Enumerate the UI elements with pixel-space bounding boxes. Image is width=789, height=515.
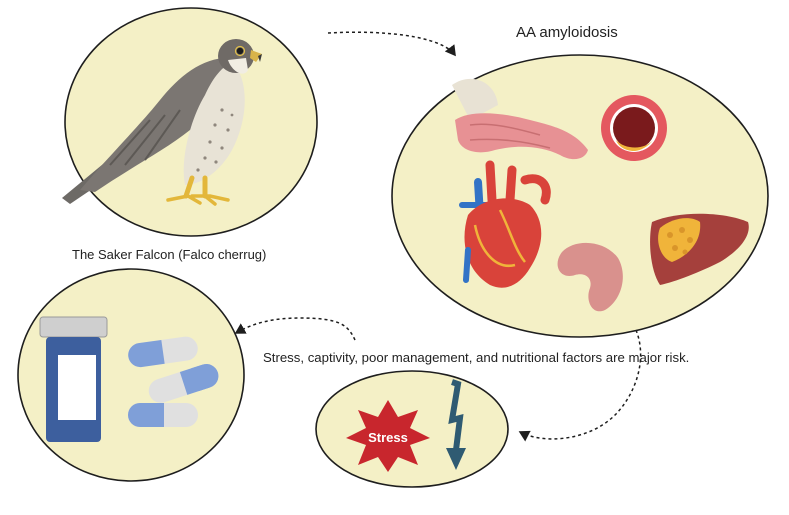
falcon-label: The Saker Falcon (Falco cherrug) — [72, 247, 267, 262]
arrow-falcon-to-disease — [327, 31, 456, 57]
kidney-icon — [557, 242, 623, 312]
arrow-risk-to-treatment — [234, 317, 356, 341]
arrow-disease-to-stress — [518, 329, 642, 442]
artery-icon — [601, 95, 667, 161]
organs-circle — [391, 54, 769, 338]
pill-bottle-icon — [39, 316, 108, 442]
down-arrow-icon — [446, 379, 466, 470]
stress-burst-icon — [346, 400, 430, 472]
disease-label: AA amyloidosis — [516, 24, 618, 41]
capsule-icon — [128, 336, 219, 427]
heart-icon — [459, 160, 551, 288]
liver-icon — [650, 213, 749, 285]
stress-label: Stress — [368, 430, 408, 445]
risk-factors-label: Stress, captivity, poor management, and … — [263, 350, 690, 365]
intestine-icon — [452, 78, 588, 160]
falcon-icon — [62, 39, 262, 206]
